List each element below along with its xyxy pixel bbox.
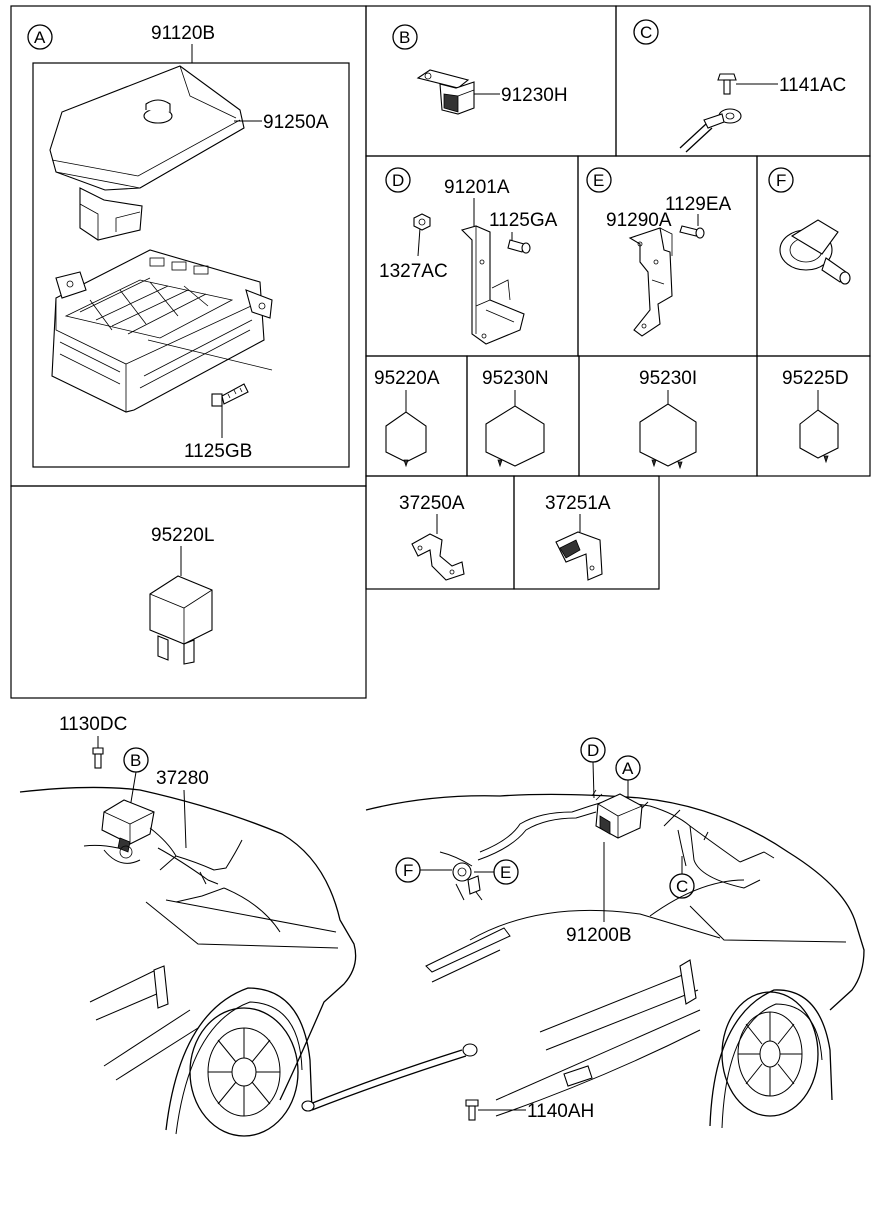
label-1130DC: 1130DC (59, 714, 127, 735)
callout-right-e: E (500, 863, 511, 882)
bracket-91290A (628, 227, 673, 337)
vehicle-front-view: 1130DC B 37280 (19, 714, 478, 1137)
label-91290A: 91290A (606, 210, 672, 231)
label-1141AC: 1141AC (779, 75, 846, 96)
callout-c-letter: C (640, 23, 652, 42)
vehicle-fuse-box (591, 789, 643, 839)
module-b (101, 799, 155, 859)
label-91200B: 91200B (566, 925, 632, 946)
label-91230H: 91230H (501, 85, 568, 106)
callout-f-letter: F (776, 171, 786, 190)
ground-cable-1141AC (679, 73, 742, 153)
label-91201A: 91201A (444, 177, 510, 198)
panel-relay-large: 95220L (149, 525, 214, 665)
label-37280: 37280 (156, 768, 209, 789)
bracket-37251A (555, 531, 603, 581)
callout-right-f: F (403, 861, 413, 880)
label-95220L: 95220L (151, 525, 214, 546)
panel-d: D 91201A 1125GA 1327AC (379, 167, 558, 345)
bolt-1129EA (679, 225, 705, 239)
panel-f: F (768, 167, 851, 285)
label-95225D: 95225D (782, 368, 849, 389)
relay-row: 95220A 95230N 95230I 95225D (374, 368, 849, 470)
label-1125GB: 1125GB (184, 441, 252, 462)
label-37250A: 37250A (399, 493, 465, 514)
bolt-1140AH (465, 1099, 479, 1121)
label-1125GA: 1125GA (489, 210, 558, 231)
callout-right-c: C (676, 877, 688, 896)
panel-b: B 91230H (392, 24, 568, 115)
panel-frames (10, 5, 871, 699)
callout-b-letter: B (399, 28, 410, 47)
callout-e-letter: E (593, 171, 604, 190)
panel-c: C 1141AC (633, 19, 846, 153)
label-37251A: 37251A (545, 493, 611, 514)
bracket-91201A (460, 225, 525, 345)
callout-d-letter: D (392, 171, 404, 190)
grommet-part (779, 219, 851, 285)
panel-a: A 91120B 91250A (27, 23, 329, 462)
callout-a-letter: A (34, 28, 46, 47)
callout-right-d: D (587, 741, 599, 760)
fuse-box-cover (49, 65, 245, 241)
callout-a-circle (27, 24, 53, 50)
connector-91230H (416, 69, 475, 115)
vehicle-side-view: D A F E C 91200B (365, 737, 865, 1129)
label-91120B: 91120B (151, 23, 215, 44)
vehicle-grommet-cluster (439, 851, 483, 901)
callout-right-a: A (622, 759, 634, 778)
label-95220A: 95220A (374, 368, 440, 389)
bolt-1125GA (507, 239, 531, 254)
label-1140AH: 1140AH (527, 1101, 594, 1122)
relay-95220L (149, 575, 213, 665)
callout-left-b: B (130, 751, 141, 770)
relay-95225D (799, 409, 839, 459)
bolt-1130DC (92, 747, 104, 769)
bolt-1125GB (211, 383, 249, 407)
label-1129EA: 1129EA (665, 194, 732, 215)
bracket-37250A (411, 533, 465, 581)
panel-e: E 1129EA 91290A (586, 167, 732, 337)
nut-1327AC (413, 213, 431, 231)
label-95230N: 95230N (482, 368, 549, 389)
label-95230I: 95230I (639, 368, 697, 389)
fuse-box-base (51, 249, 273, 413)
relay-95230I (639, 403, 697, 467)
relay-95230N (485, 405, 545, 467)
label-91250A: 91250A (263, 112, 329, 133)
bracket-row: 37250A 37251A (399, 493, 611, 581)
relay-95220A (385, 411, 427, 463)
label-1327AC: 1327AC (379, 261, 448, 282)
